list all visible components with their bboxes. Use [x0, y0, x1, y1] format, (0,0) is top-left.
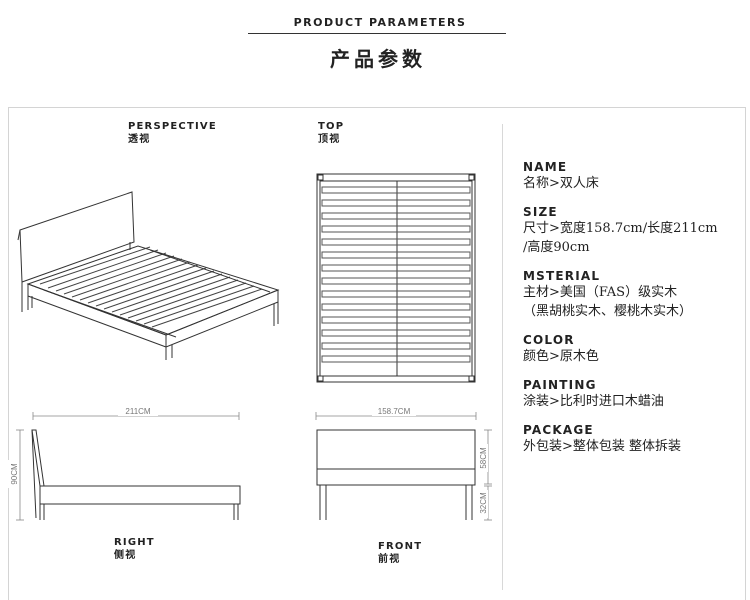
perspective-label-en: PERSPECTIVE [128, 121, 217, 132]
spec-material-item: MSTERIAL 主材>美国（FAS）级实木 （黑胡桃实木、樱桃木实木） [523, 269, 743, 321]
spec-size-item: SIZE 尺寸>宽度158.7cm/长度211cm /高度90cm [523, 205, 743, 257]
spec-package-item: PACKAGE 外包装>整体包装 整体拆装 [523, 423, 743, 456]
length-dimension-label: 211CM [125, 407, 151, 416]
front-label-en: FRONT [378, 541, 423, 552]
spec-value: 尺寸>宽度158.7cm/长度211cm [523, 221, 718, 236]
top-label: TOP 顶视 [318, 120, 344, 146]
spec-value: 涂装>比利时进口木蜡油 [523, 394, 664, 409]
spec-label: PAINTING [523, 378, 597, 392]
spec-value: /高度90cm [523, 240, 590, 255]
parameters-panel [8, 107, 746, 600]
perspective-drawing [17, 191, 280, 360]
spec-value: 主材>美国（FAS）级实木 [523, 285, 678, 300]
spec-label: PACKAGE [523, 423, 594, 437]
page-subtitle: 产品参数 [330, 47, 426, 71]
right-label: RIGHT 侧视 [114, 536, 155, 562]
spec-name-item: NAME 名称>双人床 [523, 160, 743, 193]
spec-painting-item: PAINTING 涂装>比利时进口木蜡油 [523, 378, 743, 411]
spec-value: （黑胡桃实木、樱桃木实木） [523, 304, 693, 319]
right-label-zh: 侧视 [114, 550, 137, 561]
panel-divider [502, 124, 503, 590]
height-dimension-label: 90CM [10, 463, 19, 485]
top-label-zh: 顶视 [318, 134, 341, 145]
spec-label: COLOR [523, 333, 575, 347]
front-drawing [316, 429, 476, 520]
right-drawing [31, 429, 241, 520]
top-drawing [316, 173, 476, 383]
leg-dimension-label: 32CM [479, 492, 488, 514]
width-dimension-label: 158.7CM [378, 407, 411, 416]
front-label: FRONT 前视 [378, 540, 422, 566]
headboard-dimension-label: 58CM [479, 447, 488, 469]
spec-label: MSTERIAL [523, 269, 601, 283]
spec-label: SIZE [523, 205, 558, 219]
perspective-label-zh: 透视 [128, 134, 151, 145]
spec-value: 名称>双人床 [523, 176, 599, 191]
spec-label: NAME [523, 160, 568, 174]
title-divider [248, 33, 506, 34]
top-label-en: TOP [318, 121, 345, 132]
spec-value: 外包装>整体包装 整体拆装 [523, 439, 682, 454]
spec-color-item: COLOR 颜色>原木色 [523, 333, 743, 366]
perspective-label: PERSPECTIVE 透视 [128, 120, 217, 146]
spec-value: 颜色>原木色 [523, 349, 599, 364]
right-label-en: RIGHT [114, 537, 155, 548]
spec-list: NAME 名称>双人床 SIZE 尺寸>宽度158.7cm/长度211cm /高… [523, 160, 743, 468]
page-title: PRODUCT PARAMETERS [293, 16, 467, 29]
front-label-zh: 前视 [378, 554, 401, 565]
